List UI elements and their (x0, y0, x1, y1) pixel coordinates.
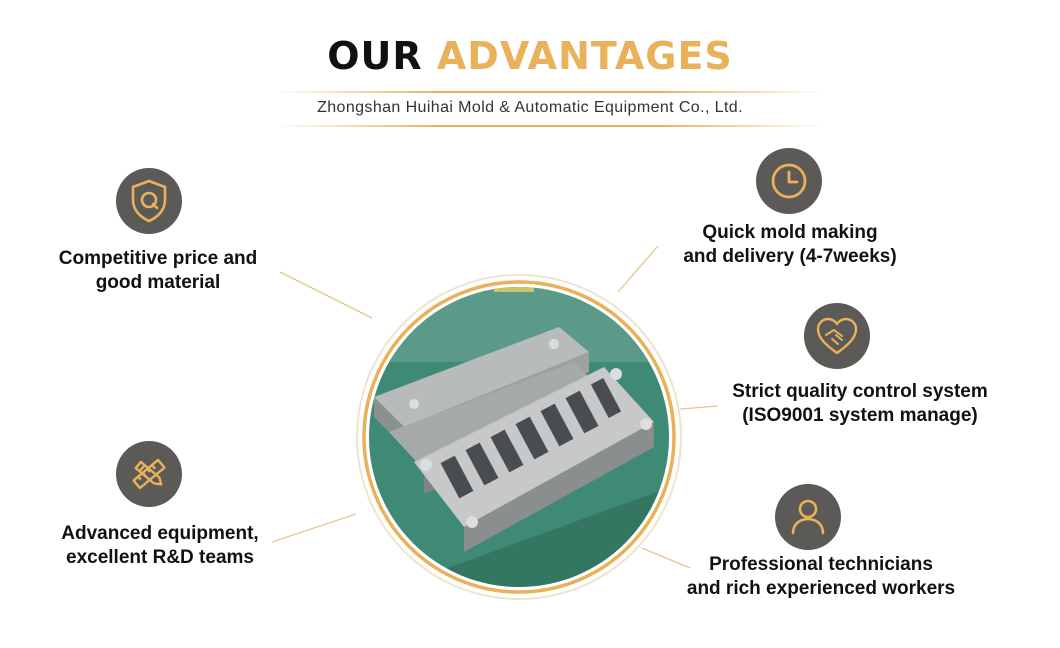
advantage-delivery-label: Quick mold making and delivery (4-7weeks… (660, 221, 920, 269)
pencil-ruler-icon (132, 458, 166, 490)
advantage-equipment-icon-circle (116, 441, 182, 507)
divider-bottom (275, 125, 825, 127)
advantage-staff-line2: and rich experienced workers (686, 578, 956, 599)
clock-icon (771, 163, 807, 199)
advantage-price-line2: good material (95, 272, 221, 293)
advantage-price-icon-circle (116, 168, 182, 234)
divider-top (275, 91, 825, 93)
advantage-equipment-line1: Advanced equipment, (61, 523, 259, 544)
handshake-heart-icon (816, 317, 858, 355)
mold-photo (354, 272, 684, 607)
advantage-price-line1: Competitive price and (58, 248, 258, 269)
shield-q-icon (131, 179, 167, 223)
advantage-staff-icon-circle (775, 484, 841, 550)
company-name: Zhongshan Huihai Mold & Automatic Equipm… (317, 99, 743, 116)
advantage-delivery-icon-circle (756, 148, 822, 214)
advantage-staff-line1: Professional technicians (709, 554, 933, 575)
advantage-quality-icon-circle (804, 303, 870, 369)
advantage-price-label: Competitive price and good material (40, 247, 276, 295)
advantage-quality-line1: Strict quality control system (732, 381, 988, 402)
title-our: OUR (327, 34, 423, 78)
advantage-equipment-label: Advanced equipment, excellent R&D teams (40, 522, 280, 570)
advantage-delivery-line1: Quick mold making (702, 222, 878, 243)
advantage-quality-label: Strict quality control system (ISO9001 s… (710, 380, 1010, 428)
title-advantages: ADVANTAGES (436, 34, 733, 78)
advantage-staff-label: Professional technicians and rich experi… (660, 553, 982, 601)
advantage-delivery-line2: and delivery (4-7weeks) (683, 246, 897, 267)
advantage-quality-line2: (ISO9001 system manage) (742, 405, 978, 426)
user-icon (791, 499, 825, 535)
advantage-equipment-line2: excellent R&D teams (66, 547, 254, 568)
page-title: OUR ADVANTAGES (0, 34, 1060, 78)
